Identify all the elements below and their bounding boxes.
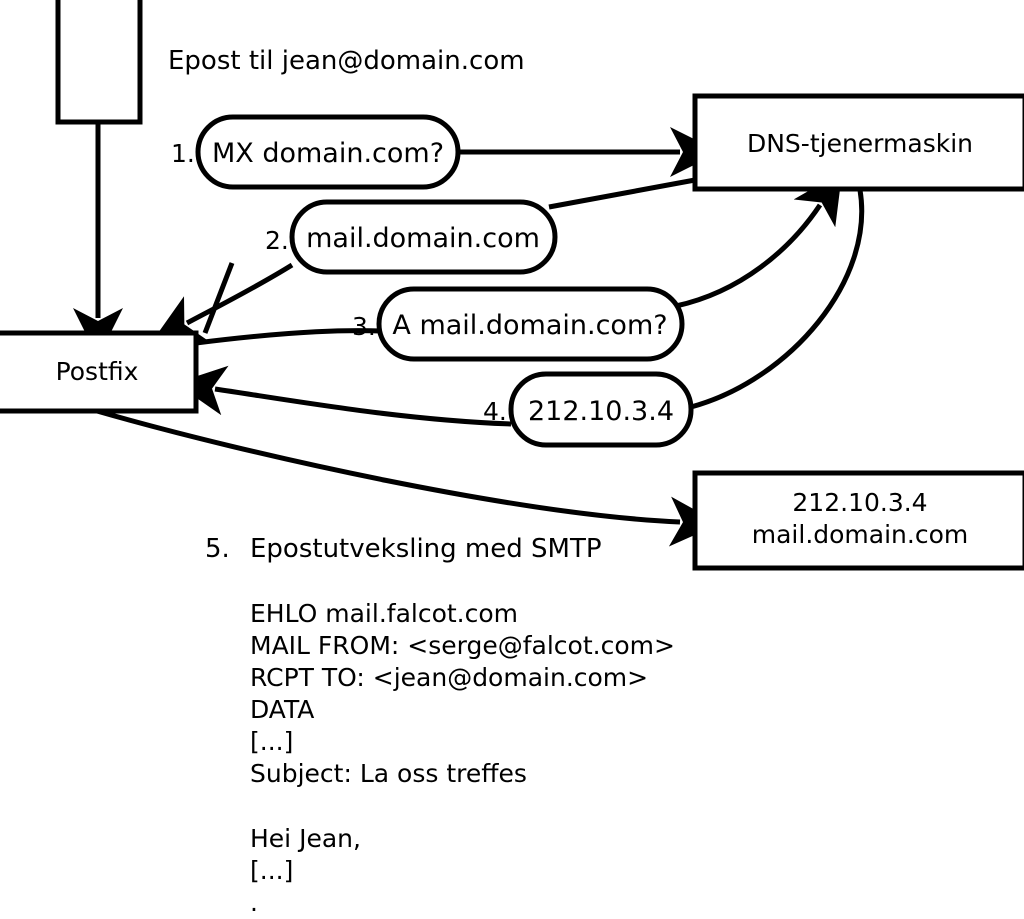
step-2-label: mail.domain.com [306, 223, 540, 254]
dns-server-box: DNS-tjenermaskin [692, 93, 1024, 192]
smtp-line-3: DATA [250, 695, 314, 724]
step-3-label: A mail.domain.com? [392, 310, 667, 341]
smtp-line-5: Subject: La oss treffes [250, 759, 527, 788]
mail-server-box: 212.10.3.4 mail.domain.com [692, 470, 1024, 571]
edge-step1-query [202, 127, 720, 334]
postfix-box-label: Postfix [56, 357, 139, 386]
smtp-line-9: . [250, 888, 258, 917]
edge-step2-answer [151, 177, 696, 342]
step-4-number: 4. [483, 397, 507, 426]
edge-step3-query [195, 171, 843, 346]
step-5-label: Epostutveksling med SMTP [250, 534, 602, 564]
step-4-bubble: 212.10.3.4 [508, 371, 694, 448]
postfix-box: Postfix [0, 330, 199, 414]
smtp-line-7: Hei Jean, [250, 824, 361, 853]
edge-step4-answer [175, 189, 865, 427]
step-3-bubble: A mail.domain.com? [376, 286, 685, 362]
mail-server-hostname: mail.domain.com [752, 520, 968, 549]
step-1-bubble: MX domain.com? [195, 114, 461, 190]
smtp-line-1: MAIL FROM: <serge@falcot.com> [250, 631, 675, 660]
edge-step5-smtp [96, 408, 720, 547]
step-1-label: MX domain.com? [212, 138, 444, 169]
step-1-number: 1. [171, 139, 195, 168]
mail-server-ip: 212.10.3.4 [792, 488, 927, 517]
step-2-bubble: mail.domain.com [289, 199, 558, 275]
step-5-number: 5. [205, 534, 230, 564]
smtp-line-2: RCPT TO: <jean@domain.com> [250, 663, 648, 692]
client-box [55, 0, 143, 125]
step-3-number: 3. [352, 312, 376, 341]
dns-server-box-label: DNS-tjenermaskin [747, 129, 973, 158]
smtp-line-0: EHLO mail.falcot.com [250, 599, 518, 628]
caption-epost-til: Epost til jean@domain.com [168, 46, 525, 76]
smtp-transcript: EHLO mail.falcot.com MAIL FROM: <serge@f… [250, 599, 675, 917]
smtp-line-4: [...] [250, 727, 293, 756]
smtp-line-8: [...] [250, 856, 293, 885]
step-4-label: 212.10.3.4 [528, 396, 674, 427]
step-2-number: 2. [265, 226, 289, 255]
